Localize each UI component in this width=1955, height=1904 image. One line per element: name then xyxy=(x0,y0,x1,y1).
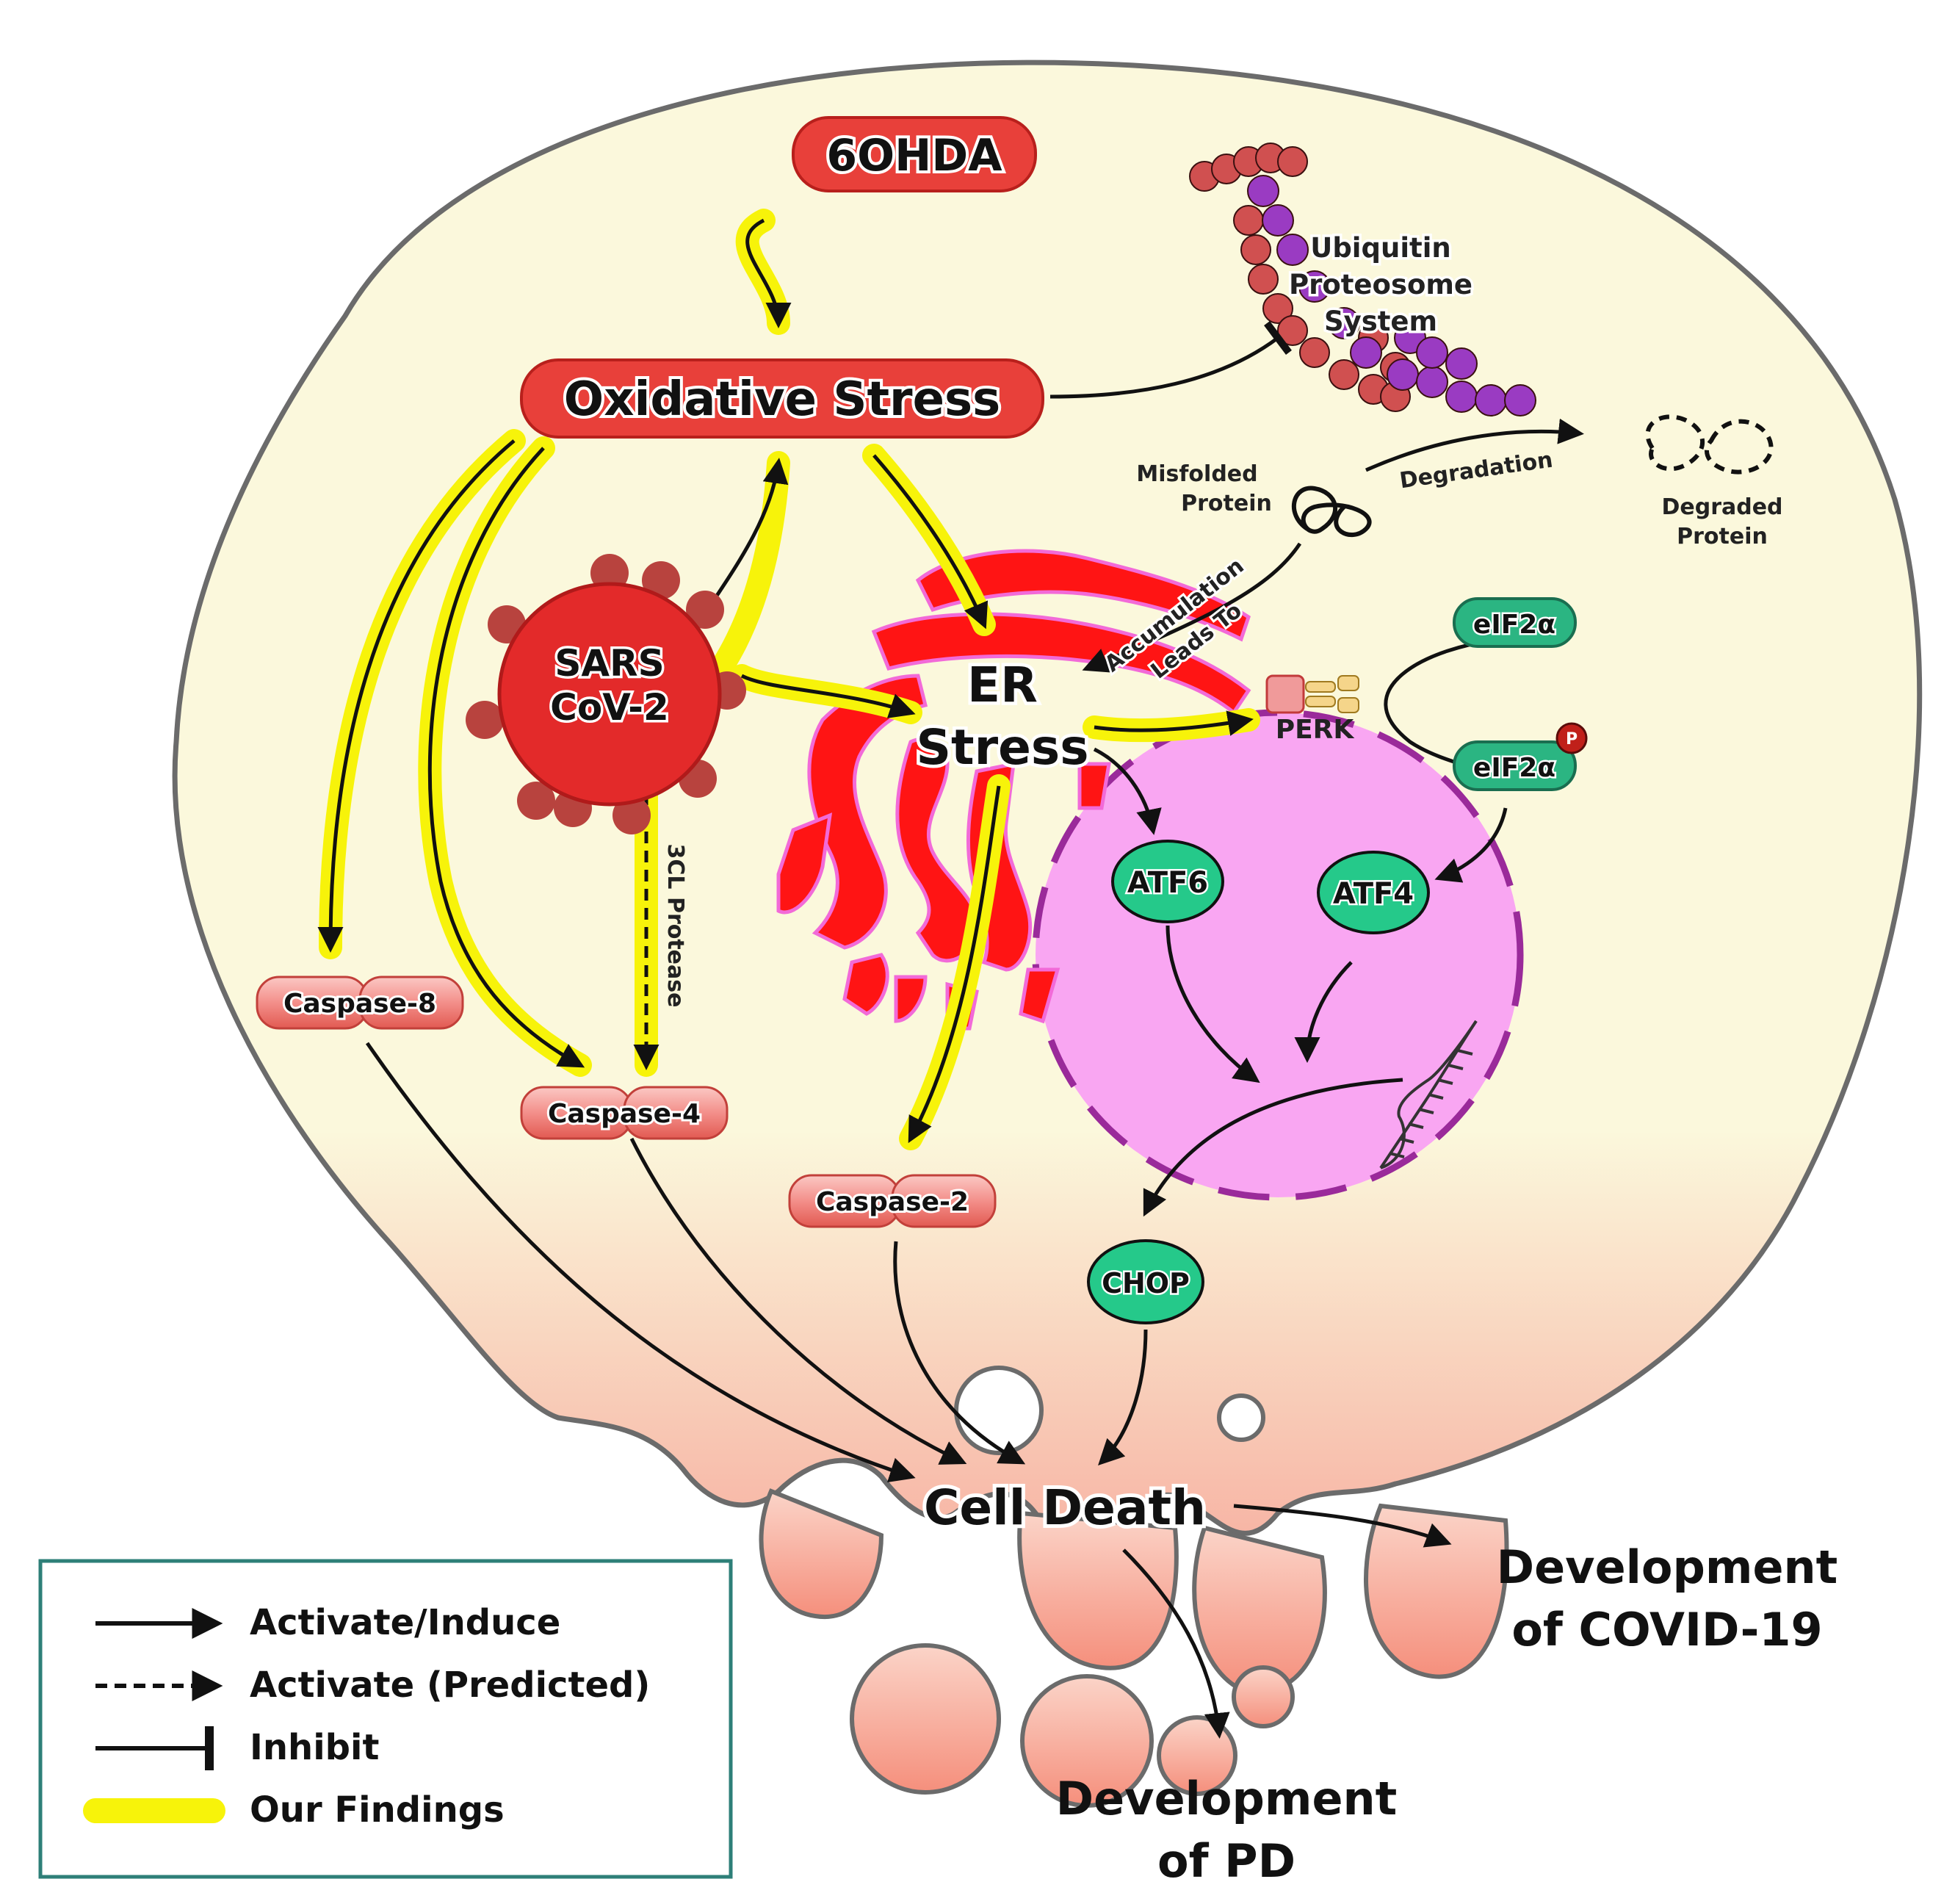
ups-label-line1: Ubiquitin xyxy=(1310,232,1450,264)
legend-predicted-label: Activate (Predicted) xyxy=(250,1665,650,1706)
caspase8-label: Caspase-8 xyxy=(283,989,436,1019)
virus-icon xyxy=(466,554,746,834)
phospho-label: P xyxy=(1566,730,1578,749)
legend-findings-label: Our Findings xyxy=(250,1789,505,1831)
node-eif2a-p xyxy=(1453,740,1577,791)
node-eif2a-label: eIF2α xyxy=(1473,610,1555,640)
cell-death-label: Cell Death xyxy=(924,1479,1206,1536)
dev-pd-label-line2: of PD xyxy=(1157,1834,1295,1888)
node-eif2a xyxy=(1453,597,1577,648)
perk-label: PERK xyxy=(1276,715,1355,745)
node-atf6-label: ATF6 xyxy=(1127,866,1208,900)
node-oxidative-stress-label: Oxidative Stress xyxy=(564,372,1000,427)
misfolded-label-line2: Protein xyxy=(1181,491,1272,516)
node-er-stress-line2: Stress xyxy=(917,719,1089,776)
node-sars-label-line1: SARS xyxy=(554,642,664,685)
caspase4-label: Caspase-4 xyxy=(548,1099,701,1129)
node-atf6 xyxy=(1111,840,1224,923)
node-atf4-label: ATF4 xyxy=(1333,877,1414,911)
dna-helix-icon xyxy=(1379,1020,1478,1169)
dev-covid-label-line1: Development xyxy=(1497,1540,1838,1594)
caspase8-icon xyxy=(256,976,464,1030)
caspase2-label: Caspase-2 xyxy=(816,1187,969,1217)
legend-activate-label: Activate/Induce xyxy=(250,1602,560,1643)
perk-receptor-icon xyxy=(1265,674,1359,714)
caspase4-icon xyxy=(520,1086,729,1140)
misfolded-label-line1: Misfolded xyxy=(1136,461,1257,487)
legend-inhibit-label: Inhibit xyxy=(250,1727,379,1768)
caspase2-icon xyxy=(788,1174,997,1228)
node-chop xyxy=(1087,1239,1204,1324)
dev-pd-label-line1: Development xyxy=(1056,1772,1398,1825)
dev-covid-label-line2: of COVID-19 xyxy=(1511,1603,1822,1656)
activation-arrows xyxy=(317,218,1584,1739)
degraded-label-line1: Degraded xyxy=(1661,494,1782,520)
vesicle xyxy=(1217,1393,1265,1442)
node-er-stress-line1: ER xyxy=(967,657,1038,713)
misfolded-protein-icon xyxy=(1292,486,1372,538)
nucleus xyxy=(1032,709,1524,1201)
proteasome-icon xyxy=(1189,143,1536,416)
ups-label-line2: Proteosome xyxy=(1289,269,1472,300)
vesicle xyxy=(954,1366,1044,1455)
node-eif2a-p-label: eIF2α xyxy=(1473,753,1555,783)
node-6ohda-label: 6OHDA xyxy=(826,130,1002,181)
apoptotic-blebs xyxy=(759,1488,1509,1808)
node-oxidative-stress xyxy=(520,358,1044,439)
node-6ohda xyxy=(792,116,1037,192)
node-atf4 xyxy=(1317,851,1430,934)
phospho-badge xyxy=(1555,722,1588,754)
node-chop-label: CHOP xyxy=(1102,1267,1190,1299)
node-sars-label-line2: CoV-2 xyxy=(550,686,669,729)
inhibition-arrow xyxy=(1049,320,1292,399)
legend: Activate/Induce Activate (Predicted) Inh… xyxy=(38,1559,733,1879)
legend-box xyxy=(38,1559,733,1879)
ups-label-line3: System xyxy=(1324,306,1437,337)
degraded-protein-icon xyxy=(1645,414,1774,475)
ups-label: Ubiquitin Proteosome System xyxy=(1286,230,1475,340)
degraded-label-line2: Protein xyxy=(1677,524,1768,549)
protease-label: 3CL Protease xyxy=(662,844,688,1008)
